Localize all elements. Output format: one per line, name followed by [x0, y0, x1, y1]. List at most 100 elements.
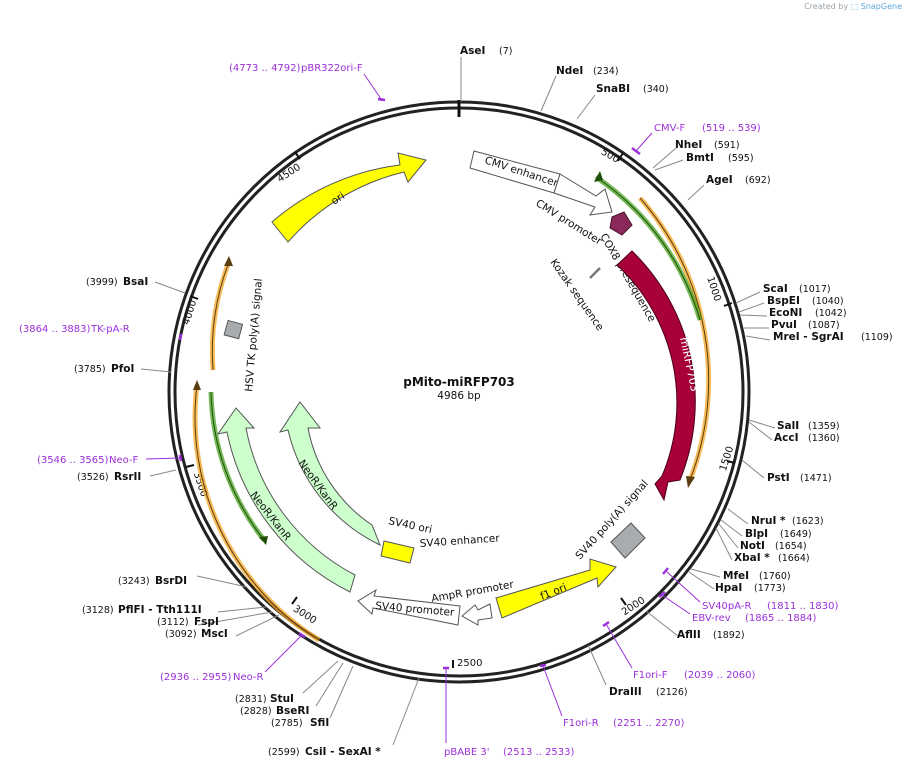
orf-bands	[192, 171, 712, 643]
neor-outer-arrow	[216, 407, 356, 593]
site-mfeI-pos: (1760)	[759, 571, 791, 582]
sv40-ori-block	[380, 540, 415, 564]
site-bsaI[interactable]: BsaI	[123, 276, 148, 288]
site-bmtI[interactable]: BmtI	[686, 152, 714, 164]
site-bsrDI-pos: (3243)	[118, 576, 150, 587]
site-hpaI[interactable]: HpaI	[715, 582, 742, 594]
site-nruI[interactable]: NruI *	[751, 515, 786, 527]
site-pfoI[interactable]: PfoI	[111, 363, 134, 375]
primer-f1ori-f[interactable]: F1ori-F	[633, 670, 668, 681]
site-nruI-pos: (1623)	[792, 516, 824, 527]
primer-neo-r[interactable]: Neo-R	[233, 672, 264, 683]
site-fspI[interactable]: FspI	[194, 616, 219, 628]
sv40-ori-label: SV40 ori	[387, 515, 433, 536]
primer-pbr322ori-f[interactable]: pBR322ori-F	[301, 63, 363, 74]
site-rsrII-pos: (3526)	[77, 472, 109, 483]
site-blpI-pos: (1649)	[780, 529, 812, 540]
site-bseRI[interactable]: BseRI	[276, 705, 309, 717]
site-ageI-pos: (692)	[745, 175, 771, 186]
credit-prefix: Created by	[804, 2, 849, 11]
primer-neo-r-range: (2936 .. 2955)	[160, 672, 232, 683]
primer-cmv-f[interactable]: CMV-F	[654, 123, 685, 134]
tick-2500: 2500	[457, 658, 482, 669]
site-leaders	[140, 57, 776, 746]
hsv-tk-polya-label: HSV TK poly(A) signal	[243, 278, 265, 392]
sv40-promoter-arrow	[357, 588, 461, 626]
primer-ebv-rev[interactable]: EBV-rev	[692, 613, 731, 624]
sv40-polya-label: SV40 poly(A) signal	[573, 478, 651, 562]
primer-f1ori-r[interactable]: F1ori-R	[563, 718, 599, 729]
site-pstI[interactable]: PstI	[767, 472, 790, 484]
site-ndeI-pos: (234)	[593, 66, 619, 77]
site-csiI-sexAI[interactable]: CsiI - SexAI *	[305, 746, 381, 758]
primer-tk-pa-r-range: (3864 .. 3883)	[19, 324, 91, 335]
site-sfiI[interactable]: SfiI	[310, 717, 329, 729]
site-stuI[interactable]: StuI	[270, 693, 294, 705]
site-nheI-pos: (591)	[714, 140, 740, 151]
snapgene-credit: Created by ⬚ SnapGene	[804, 2, 902, 11]
site-xbaI[interactable]: XbaI *	[734, 552, 770, 564]
primer-sv40pa-r[interactable]: SV40pA-R	[702, 601, 751, 612]
cmv-promoter-arrow	[553, 173, 613, 216]
primer-sv40pa-r-range: (1811 .. 1830)	[767, 601, 839, 612]
sv40-polya-block	[610, 522, 646, 559]
site-notI[interactable]: NotI	[740, 540, 765, 552]
site-mscI[interactable]: MscI	[201, 628, 228, 640]
plasmid-name: pMito-miRFP703	[403, 375, 515, 389]
primer-f1ori-r-range: (2251 .. 2270)	[613, 718, 685, 729]
site-ecoNI[interactable]: EcoNI	[769, 307, 802, 319]
site-nheI[interactable]: NheI	[675, 139, 702, 151]
site-snaBI[interactable]: SnaBI	[596, 83, 630, 95]
site-draIII[interactable]: DraIII	[609, 686, 642, 698]
primer-pbabe3[interactable]: pBABE 3'	[444, 747, 490, 758]
cox8-block	[609, 211, 633, 236]
primer-neo-f[interactable]: Neo-F	[109, 455, 139, 466]
site-bsaI-pos: (3999)	[86, 277, 118, 288]
site-bseRI-pos: (2828)	[240, 706, 272, 717]
site-accI[interactable]: AccI	[774, 432, 798, 444]
primer-ebv-rev-range: (1865 .. 1884)	[745, 613, 817, 624]
site-hpaI-pos: (1773)	[754, 583, 786, 594]
site-aseI[interactable]: AseI	[460, 45, 485, 57]
sv40-enhancer-label: SV40 enhancer	[419, 532, 500, 550]
site-scaI[interactable]: ScaI	[763, 283, 788, 295]
site-labels: AseI (7) NdeI (234) SnaBI (340) NheI (59…	[74, 45, 893, 758]
primer-labels: (4773 .. 4792) pBR322ori-F CMV-F (519 ..…	[19, 63, 839, 758]
site-aflII-pos: (1892)	[713, 630, 745, 641]
neor-inner-arrow	[278, 401, 381, 547]
site-ecoNI-pos: (1042)	[815, 308, 847, 319]
site-accI-pos: (1360)	[808, 433, 840, 444]
site-bsrDI[interactable]: BsrDI	[155, 575, 187, 587]
site-stuI-pos: (2831)	[235, 694, 267, 705]
site-pflFI-tth111I[interactable]: PflFI - Tth111I	[118, 604, 202, 616]
site-fspI-pos: (3112)	[157, 617, 189, 628]
site-aseI-pos: (7)	[499, 46, 512, 57]
site-rsrII[interactable]: RsrII	[114, 471, 141, 483]
mirfp703-arrow	[616, 250, 696, 502]
site-draIII-pos: (2126)	[656, 687, 688, 698]
site-pvuI-pos: (1087)	[808, 320, 840, 331]
hsv-tk-polya-block	[223, 319, 244, 340]
site-bspEI[interactable]: BspEI	[767, 295, 800, 307]
site-csiI-pos: (2599)	[268, 747, 300, 758]
site-ageI[interactable]: AgeI	[706, 174, 733, 186]
primer-tk-pa-r[interactable]: TK-pA-R	[90, 324, 130, 335]
site-blpI[interactable]: BlpI	[745, 528, 768, 540]
primer-pbr322ori-f-range: (4773 .. 4792)	[229, 63, 301, 74]
site-pfoI-pos: (3785)	[74, 364, 106, 375]
primer-markers	[145, 73, 701, 743]
site-pvuI[interactable]: PvuI	[771, 319, 797, 331]
site-snaBI-pos: (340)	[643, 84, 669, 95]
site-aflII[interactable]: AflII	[677, 629, 701, 641]
site-xbaI-pos: (1664)	[778, 553, 810, 564]
site-sfiI-pos: (2785)	[271, 718, 303, 729]
site-notI-pos: (1654)	[775, 541, 807, 552]
site-salI[interactable]: SalI	[777, 420, 799, 432]
site-mfeI[interactable]: MfeI	[723, 570, 749, 582]
site-ndeI[interactable]: NdeI	[556, 65, 583, 77]
snapgene-logo-icon: ⬚	[850, 2, 859, 11]
primer-cmv-f-range: (519 .. 539)	[702, 123, 761, 134]
plasmid-length: 4986 bp	[437, 390, 481, 402]
site-mscI-pos: (3092)	[165, 629, 197, 640]
site-mreI-sgrAI[interactable]: MreI - SgrAI	[773, 331, 844, 343]
